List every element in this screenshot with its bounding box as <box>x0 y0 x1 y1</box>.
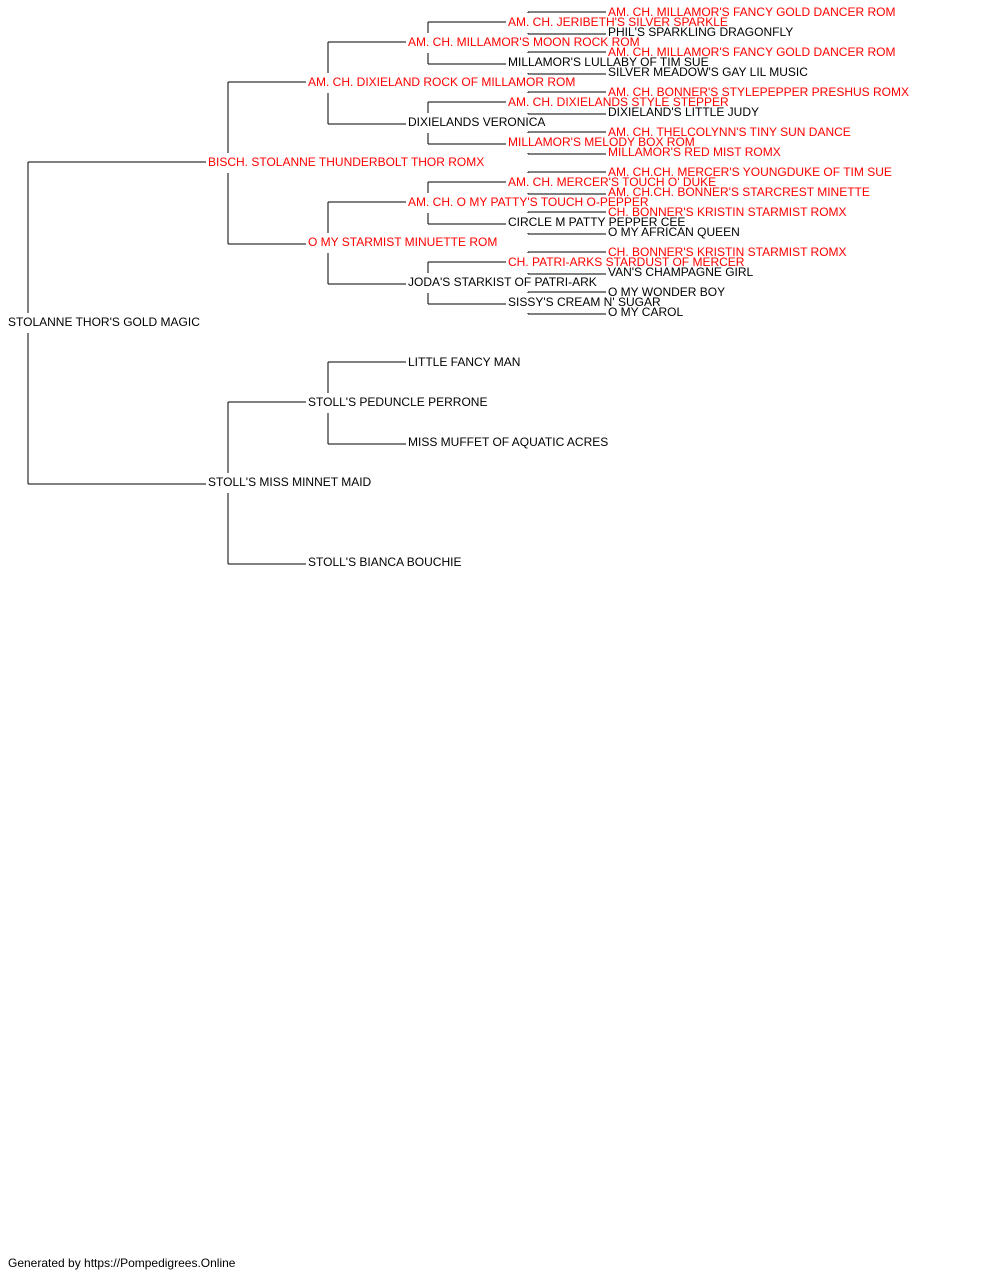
dog-name: SISSY'S CREAM N' SUGAR <box>508 295 661 309</box>
dog-name: AM. CH. MILLAMOR'S MOON ROCK ROM <box>408 35 640 49</box>
dog-name: STOLL'S MISS MINNET MAID <box>208 475 372 489</box>
dog-name: JODA'S STARKIST OF PATRI-ARK <box>408 275 597 289</box>
dog-name: DIXIELANDS VERONICA <box>408 115 545 129</box>
dog-name: MILLAMOR'S MELODY BOX ROM <box>508 135 695 149</box>
dog-name: SILVER MEADOW'S GAY LIL MUSIC <box>608 65 808 79</box>
dog-name: O MY STARMIST MINUETTE ROM <box>308 235 497 249</box>
dog-name: STOLL'S BIANCA BOUCHIE <box>308 555 461 569</box>
dog-name: AM. CH. BONNER'S STYLEPEPPER PRESHUS ROM… <box>608 85 909 99</box>
dog-name: DIXIELAND'S LITTLE JUDY <box>608 105 759 119</box>
dog-name: AM. CH. DIXIELANDS STYLE STEPPER <box>508 95 729 109</box>
dog-name: PHIL'S SPARKLING DRAGONFLY <box>608 25 793 39</box>
dog-name: CH. BONNER'S KRISTIN STARMIST ROMX <box>608 205 847 219</box>
dog-name: VAN'S CHAMPAGNE GIRL <box>608 265 754 279</box>
dog-name: AM. CH. JERIBETH'S SILVER SPARKLE <box>508 15 728 29</box>
dog-name: AM. CH. MERCER'S TOUCH O' DUKE <box>508 175 716 189</box>
dog-name: CH. PATRI-ARKS STARDUST OF MERCER <box>508 255 745 269</box>
dog-name: CH. BONNER'S KRISTIN STARMIST ROMX <box>608 245 847 259</box>
dog-name: AM. CH. DIXIELAND ROCK OF MILLAMOR ROM <box>308 75 575 89</box>
dog-name: LITTLE FANCY MAN <box>408 355 520 369</box>
dog-name: AM. CH.CH. BONNER'S STARCREST MINETTE <box>608 185 870 199</box>
dog-name: O MY WONDER BOY <box>608 285 725 299</box>
dog-name: MILLAMOR'S LULLABY OF TIM SUE <box>508 55 709 69</box>
pedigree-tree: STOLANNE THOR'S GOLD MAGIC BISCH. STOLANN… <box>8 5 909 569</box>
footer-credit: Generated by https://Pompedigrees.Online <box>8 1256 236 1270</box>
dog-name: STOLL'S PEDUNCLE PERRONE <box>308 395 487 409</box>
dog-name: O MY CAROL <box>608 305 683 319</box>
dog-name: O MY AFRICAN QUEEN <box>608 225 740 239</box>
dog-name: CIRCLE M PATTY PEPPER CEE <box>508 215 685 229</box>
dog-name: MILLAMOR'S RED MIST ROMX <box>608 145 781 159</box>
dog-name: BISCH. STOLANNE THUNDERBOLT THOR ROMX <box>208 155 484 169</box>
dog-name: AM. CH. THELCOLYNN'S TINY SUN DANCE <box>608 125 851 139</box>
dog-name: AM. CH. MILLAMOR'S FANCY GOLD DANCER ROM <box>608 45 895 59</box>
dog-name: AM. CH.CH. MERCER'S YOUNGDUKE OF TIM SUE <box>608 165 892 179</box>
dog-name: AM. CH. MILLAMOR'S FANCY GOLD DANCER ROM <box>608 5 895 19</box>
dog-name: MISS MUFFET OF AQUATIC ACRES <box>408 435 608 449</box>
dog-name: STOLANNE THOR'S GOLD MAGIC <box>8 315 200 329</box>
dog-name: AM. CH. O MY PATTY'S TOUCH O-PEPPER <box>408 195 649 209</box>
